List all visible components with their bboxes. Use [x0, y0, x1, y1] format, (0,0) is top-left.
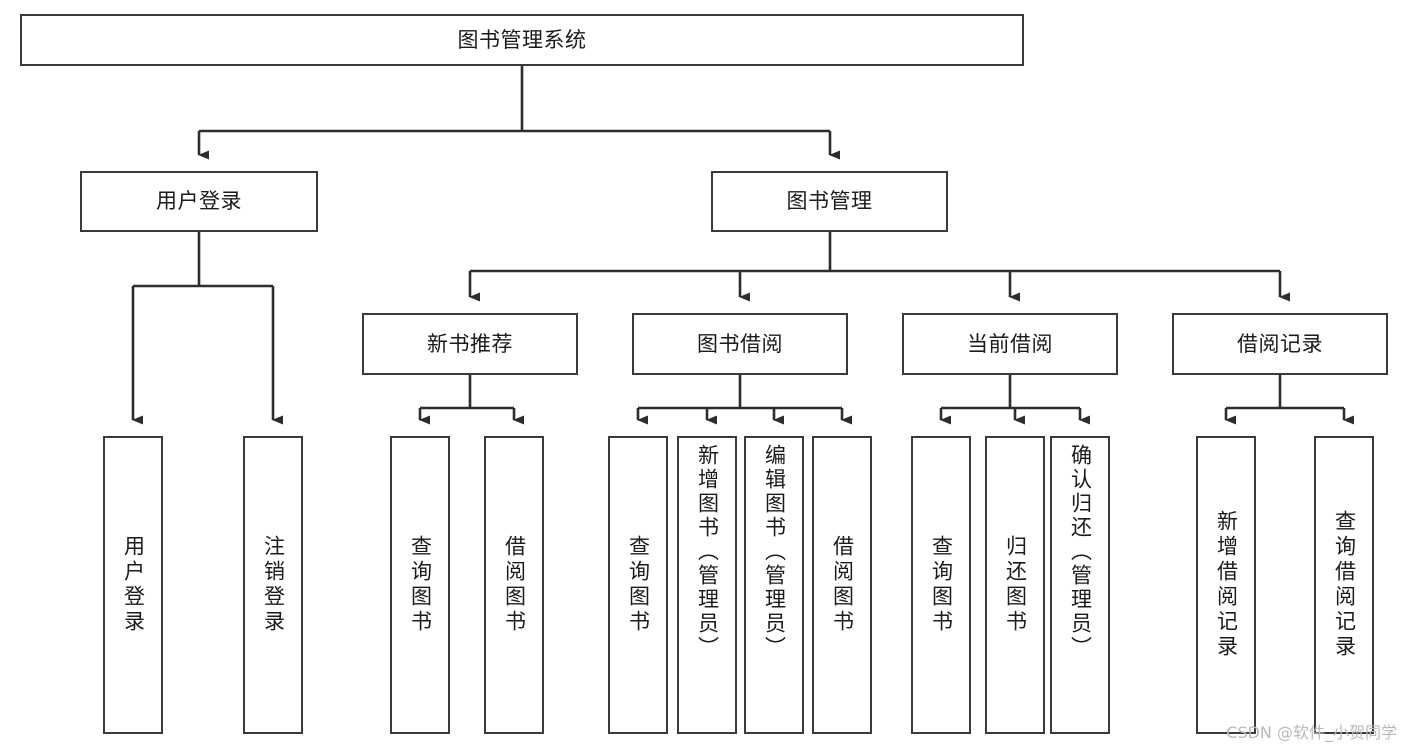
- node-leaf-borrow-book-1[interactable]: 借阅图书: [484, 436, 544, 734]
- node-leaf-add-book-admin-label: 新增图书（管理员）: [695, 444, 720, 660]
- node-book-manage[interactable]: 图书管理: [711, 171, 948, 232]
- node-book-borrow-label: 图书借阅: [697, 331, 783, 356]
- node-leaf-return-book-label: 归还图书: [1003, 535, 1028, 635]
- node-leaf-user-login[interactable]: 用户登录: [103, 436, 163, 734]
- node-leaf-borrow-book-1-label: 借阅图书: [502, 535, 527, 635]
- node-leaf-add-borrow-record-label: 新增借阅记录: [1214, 510, 1239, 660]
- node-leaf-add-book-admin[interactable]: 新增图书（管理员）: [677, 436, 737, 734]
- node-leaf-query-book-1-label: 查询图书: [408, 535, 433, 635]
- node-leaf-logout[interactable]: 注销登录: [243, 436, 303, 734]
- node-new-book-recommend-label: 新书推荐: [427, 331, 513, 356]
- node-leaf-query-book-1[interactable]: 查询图书: [390, 436, 450, 734]
- node-current-borrow-label: 当前借阅: [967, 331, 1053, 356]
- node-leaf-add-borrow-record[interactable]: 新增借阅记录: [1196, 436, 1256, 734]
- node-book-borrow[interactable]: 图书借阅: [632, 313, 848, 375]
- node-leaf-query-book-2[interactable]: 查询图书: [608, 436, 668, 734]
- node-leaf-logout-label: 注销登录: [261, 535, 286, 635]
- node-leaf-confirm-return-admin[interactable]: 确认归还（管理员）: [1050, 436, 1110, 734]
- node-user-login-label: 用户登录: [156, 189, 242, 214]
- node-user-login[interactable]: 用户登录: [80, 171, 318, 232]
- node-leaf-edit-book-admin[interactable]: 编辑图书（管理员）: [744, 436, 804, 734]
- node-root-label: 图书管理系统: [457, 27, 587, 52]
- node-leaf-borrow-book-2-label: 借阅图书: [830, 535, 855, 635]
- node-leaf-query-book-2-label: 查询图书: [626, 535, 651, 635]
- node-current-borrow[interactable]: 当前借阅: [902, 313, 1118, 375]
- node-leaf-query-book-3[interactable]: 查询图书: [911, 436, 971, 734]
- node-new-book-recommend[interactable]: 新书推荐: [362, 313, 578, 375]
- node-borrow-record-label: 借阅记录: [1237, 331, 1323, 356]
- node-borrow-record[interactable]: 借阅记录: [1172, 313, 1388, 375]
- node-leaf-user-login-label: 用户登录: [121, 535, 146, 635]
- node-root[interactable]: 图书管理系统: [20, 14, 1024, 66]
- node-leaf-borrow-book-2[interactable]: 借阅图书: [812, 436, 872, 734]
- node-leaf-query-borrow-record-label: 查询借阅记录: [1332, 510, 1357, 660]
- csdn-watermark: CSDN @软件_小贺同学: [1226, 723, 1397, 742]
- node-leaf-query-book-3-label: 查询图书: [929, 535, 954, 635]
- node-book-manage-label: 图书管理: [786, 189, 873, 214]
- node-leaf-return-book[interactable]: 归还图书: [985, 436, 1045, 734]
- node-leaf-edit-book-admin-label: 编辑图书（管理员）: [762, 444, 787, 660]
- node-leaf-confirm-return-admin-label: 确认归还（管理员）: [1068, 444, 1093, 660]
- node-leaf-query-borrow-record[interactable]: 查询借阅记录: [1314, 436, 1374, 734]
